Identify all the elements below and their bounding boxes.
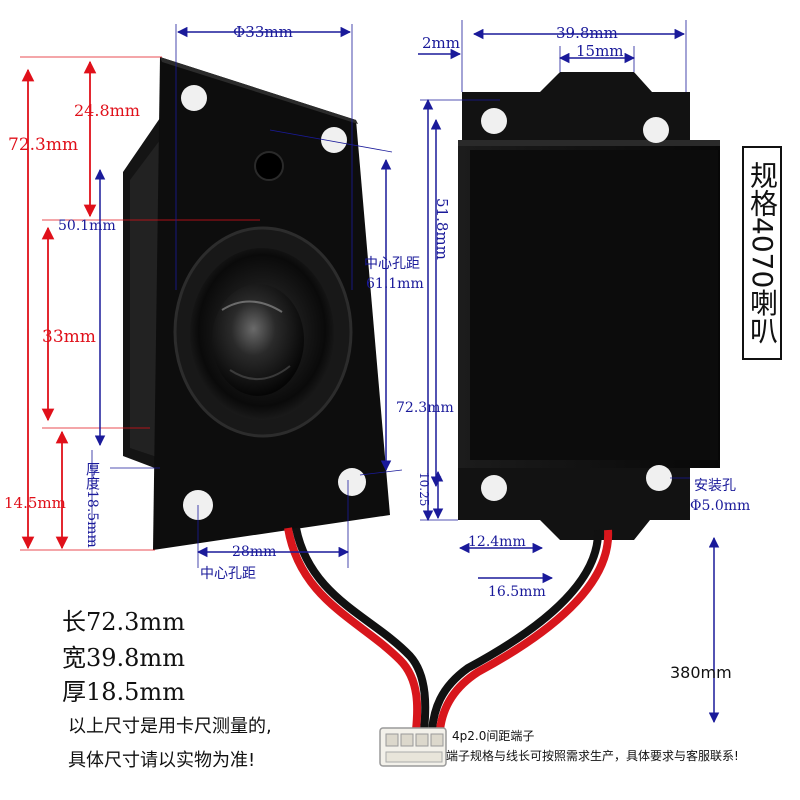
- front-top-offset: 24.8mm: [74, 101, 140, 120]
- spec-note-2: 具体尺寸请以实物为准!: [68, 750, 255, 771]
- back-height-total: 72.3mm: [396, 400, 454, 416]
- front-hole-spacing-caption: 中心孔距: [364, 256, 420, 272]
- back-width-total: 39.8mm: [556, 24, 618, 42]
- back-lower-width-2: 16.5mm: [488, 584, 546, 600]
- front-hole-spacing-horizontal: 28mm: [232, 544, 276, 560]
- back-speaker: [458, 72, 720, 540]
- front-width-label: Φ33mm: [233, 23, 293, 41]
- spec-note-1: 以上尺寸是用卡尺测量的,: [68, 716, 272, 737]
- back-wires: [428, 529, 613, 731]
- back-bottom-edge: 10.25: [417, 472, 431, 506]
- mounting-hole: [321, 127, 347, 153]
- connector-note: 端子规格与线长可按照需求生产，具体要求与客服联系!: [446, 748, 739, 763]
- vent-hole: [254, 151, 284, 181]
- spec-length: 长72.3mm: [62, 608, 185, 636]
- front-center-height: 50.1mm: [58, 218, 116, 234]
- mounting-hole: [643, 117, 669, 143]
- mounting-hole: [181, 85, 207, 111]
- front-diameter-height: 33mm: [42, 327, 96, 347]
- front-height-total: 72.3mm: [8, 135, 78, 155]
- title-box: 规格4070喇叭: [742, 146, 782, 360]
- front-wires: [284, 527, 430, 731]
- back-hole-label-1: 安装孔: [694, 478, 736, 494]
- front-bottom-offset: 14.5mm: [4, 494, 66, 512]
- back-hole-vertical: 51.8mm: [433, 198, 451, 260]
- front-blue-dimensions: [91, 24, 403, 568]
- back-lower-width-1: 12.4mm: [468, 534, 526, 550]
- wire-length: 380mm: [670, 663, 732, 682]
- mounting-hole: [646, 465, 672, 491]
- spec-thickness: 厚18.5mm: [62, 678, 185, 706]
- mounting-hole: [481, 108, 507, 134]
- back-hole-label-2: Φ5.0mm: [690, 498, 750, 514]
- back-blue-dimensions: [418, 20, 720, 724]
- spec-width: 宽39.8mm: [62, 644, 185, 672]
- connector-4p: [379, 727, 447, 767]
- connector-title: 4p2.0间距端子: [452, 729, 534, 743]
- front-hole-spacing-horizontal-caption: 中心孔距: [200, 566, 256, 582]
- mounting-hole: [481, 475, 507, 501]
- front-hole-spacing-value: 61.1mm: [366, 276, 424, 292]
- mounting-hole: [338, 468, 366, 496]
- back-edge-label: 2mm: [422, 34, 460, 52]
- front-red-dimensions: [20, 56, 260, 551]
- front-thickness-label: 厚度18.5mm: [84, 462, 100, 548]
- back-tab-width: 15mm: [576, 42, 624, 60]
- title-text: 规格4070喇叭: [746, 161, 779, 345]
- front-speaker: [123, 57, 390, 550]
